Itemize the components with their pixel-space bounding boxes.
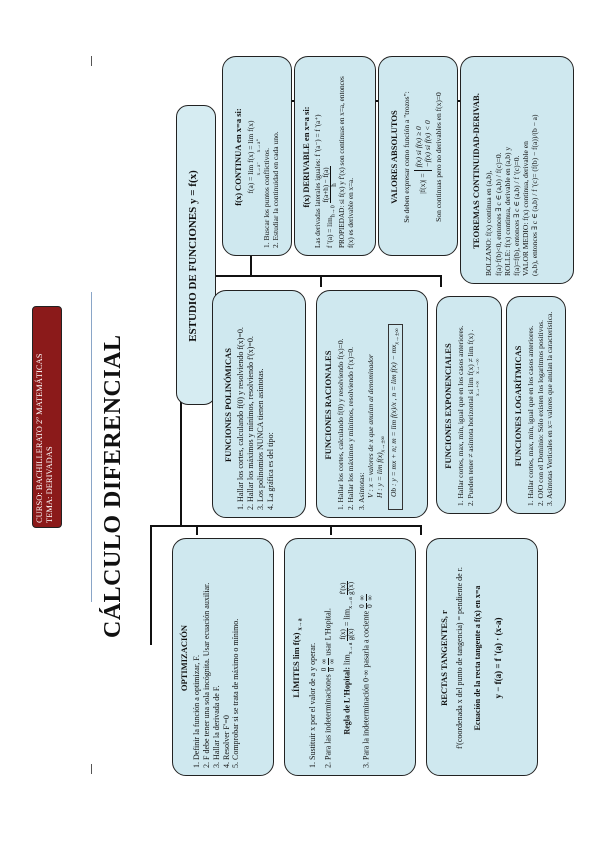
pol-item-1: 1. Hallar los cortes, calculando f(0) y … — [236, 327, 246, 510]
continua-item-1: 1. Buscar los puntos conflictivos. — [262, 148, 272, 248]
log-item-1: 1. Hallar cortes, max, min, igual que en… — [526, 325, 536, 506]
log-item-3: 3. Asíntotas Verticales en x= valores qu… — [544, 311, 554, 506]
lim-item-2-tail: usar L'Hopital. — [323, 608, 333, 656]
rectas-equation: y − f(a) = f '(a) · (x-a) — [492, 617, 503, 699]
opt-item-3: 3. Hallar la derivada de F. — [211, 685, 221, 768]
limites-title: LÍMITES — [291, 661, 301, 698]
lhopital-frac-fg: f(x)g(x) — [338, 628, 355, 641]
racionales-box: FUNCIONES RACIONALES 1. Hallar los corte… — [316, 290, 428, 518]
optimizacion-title: OPTIMIZACIÓN — [179, 624, 189, 692]
teoremas-box: TEOREMAS CONTINUIDAD-DERIVAB. BOLZANO: f… — [460, 56, 574, 284]
indet-inf-inf: ∞∞ — [319, 657, 336, 665]
exp-item-2: 2. Pueden tener ≠ asíntota horizontal si… — [465, 329, 475, 506]
absolutos-case-2: −f(x) si f(x) < 0 — [422, 120, 432, 168]
trunk-up — [180, 395, 182, 525]
derivable-box: f(x) DERIVABLE en x=a si: Las derivadas … — [294, 56, 376, 256]
rectas-box: RECTAS TANGENTES, r f'(coordenada x del … — [426, 538, 538, 776]
rac-av: V : x = valores de x que anulan al denom… — [365, 354, 375, 498]
continua-item-2: 2. Estudiar la continuidad en cada uno. — [271, 131, 281, 248]
trunk-left-vertical — [150, 525, 152, 645]
exponenciales-box: FUNCIONES EXPONENCIALES 1. Hallar cortes… — [436, 296, 502, 514]
limites-title-sub: x→a — [297, 618, 304, 631]
opt-item-1: 1. Definir la función a optimizar, F. — [192, 654, 202, 768]
opt-item-5: 5. Comprobar si se trata de máximo o mín… — [231, 618, 241, 768]
teoremas-item-3: ROLLE: f(x) continua, derivable en (a,b)… — [502, 146, 512, 276]
teoremas-item-6: (a,b), entonces ∃ c ∈ (a,b) / f '(c)= (f… — [530, 114, 540, 277]
exp-item-1: 1. Hallar cortes, max, min, igual que en… — [456, 325, 466, 506]
absolutos-line-1: Se deben expresar como función a "trozos… — [402, 91, 412, 223]
rac-item-1: 1. Hallar los cortes, calculando f(0) y … — [336, 338, 346, 510]
rac-item-2: 2. Hallar los máximos y mínimos, resolvi… — [345, 346, 355, 510]
main-title: CÁLCULO DIFERENCIAL — [100, 334, 126, 638]
teoremas-title: TEOREMAS CONTINUIDAD-DERIVAB. — [471, 93, 481, 249]
absolutos-lhs: |f(x)| = — [418, 173, 428, 194]
margin-tick-top — [91, 56, 92, 66]
trunk-horizontal — [150, 525, 420, 527]
rectas-line-1: f'(coordenada x del punto de tangencia) … — [455, 567, 465, 749]
logaritmicas-box: FUNCIONES LOGARÍTMICAS 1. Hallar cortes,… — [506, 296, 566, 514]
logaritmicas-title: FUNCIONES LOGARÍTMICAS — [513, 345, 523, 467]
pol-item-3: 3. Los polinomios NUNCA tienen asíntotas… — [255, 368, 265, 510]
continua-box: f(x) CONTINUA en x=a si: f(a) = lim f(x)… — [222, 56, 292, 256]
derivative-quotient: f(a+h) − f(a)h — [322, 166, 339, 204]
estudio-title-box: ESTUDIO DE FUNCIONES y = f(x) — [176, 105, 216, 405]
teoremas-item-1: BOLZANO: f(x) continua en (a,b), — [484, 170, 494, 276]
opt-item-2: 2. F debe tener una sola incógnita. Usar… — [202, 582, 212, 768]
continua-formula: f(a) = lim f(x) = lim f(x) — [246, 120, 256, 194]
estudio-title: ESTUDIO DE FUNCIONES y = f(x) — [187, 170, 199, 342]
absolutos-box: VALORES ABSOLUTOS Se deben expresar como… — [378, 56, 458, 256]
optimizacion-box: OPTIMIZACIÓN 1. Definir la función a opt… — [172, 538, 274, 776]
rac-ah: H : y = lim f(x) — [374, 452, 384, 498]
lim-item-3: 3. Para la indeterminación 0·∞ pasarla a… — [361, 610, 371, 768]
teoremas-item-4: f(a)=f(b), entonces ∃ c ∈ (a,b) / f '(c)… — [511, 155, 521, 276]
right-spine-v1 — [320, 275, 322, 287]
rac-ao: Ob : y = mx + n; m = lim f(x)/x , n = li… — [388, 344, 398, 497]
main-title-wrap: CÁLCULO DIFERENCIAL — [100, 334, 144, 642]
derivable-line-1: Las derivadas laterales iguales: f '(a⁻)… — [314, 114, 323, 248]
continua-title: f(x) CONTINUA en x=a si: — [233, 108, 243, 206]
limites-box: LÍMITES lim f(x) x→a 1. Sustituir x por … — [284, 538, 416, 776]
lhopital-frac-fpgp: f'(x)g'(x) — [338, 581, 355, 596]
rectas-line-2: Ecuación de la recta tangente a f(x) en … — [473, 585, 483, 731]
polinomicas-box: FUNCIONES POLINÓMICAS 1. Hallar los cort… — [212, 290, 306, 518]
rac-asintotas-label: 3. Asíntotas: — [356, 472, 366, 510]
limites-title-expr: lim f(x) — [291, 632, 301, 660]
left-branch-lim — [330, 525, 332, 535]
exponenciales-title: FUNCIONES EXPONENCIALES — [443, 343, 453, 469]
absolutos-title: VALORES ABSOLUTOS — [389, 110, 399, 204]
lhopital-label: Regla de L'Hopital: — [342, 666, 352, 735]
lhopital-lim: lim — [342, 654, 352, 665]
left-branch-rect — [420, 525, 422, 535]
rectas-title: RECTAS TANGENTES, r — [439, 610, 449, 706]
pol-item-4: 4. La gráfica es del tipo: — [265, 432, 275, 510]
teoremas-item-5: VALOR MEDIO: f(x) continua, derivable en — [520, 141, 530, 276]
left-branch-opt — [196, 525, 198, 535]
course-line-2: TEMA: DERIVADAS — [43, 446, 54, 523]
derivable-line-2: f '(a) = lim — [326, 217, 335, 248]
lim-item-1: 1. Sustituir x por el valor de a y opera… — [308, 642, 317, 768]
absolutos-case-1: f(x) si f(x) ≥ 0 — [413, 126, 423, 168]
derivable-title: f(x) DERIVABLE en x=a si: — [301, 106, 311, 208]
teoremas-item-2: f(a)·f(b)<0, entonces ∃ c ∈ (a,b) / f(c)… — [493, 152, 503, 276]
log-item-2: 2. OJO con el Dominio: Sólo existen los … — [535, 319, 545, 506]
absolutos-line-2: Son continuas pero no derivables en f(x)… — [433, 92, 443, 222]
margin-tick-bottom — [91, 764, 92, 774]
pol-item-2: 2. Hallar los máximos y mínimos, resolvi… — [246, 336, 256, 510]
derivable-line-3: PROPIEDAD: si f(x) y f'(x) son continuas… — [338, 76, 355, 248]
polinomicas-title: FUNCIONES POLINÓMICAS — [223, 347, 233, 463]
lim-item-2: 2. Para las indeterminaciones — [323, 674, 333, 768]
right-spine-v2 — [440, 275, 442, 287]
opt-item-4: 4. Resolver F'=0 — [221, 715, 231, 768]
margin-line-left — [91, 292, 92, 602]
racionales-title: FUNCIONES RACIONALES — [323, 350, 333, 460]
course-badge: CURSO: BACHILLERATO 2º MATEMÁTICAS TEMA:… — [32, 306, 62, 528]
